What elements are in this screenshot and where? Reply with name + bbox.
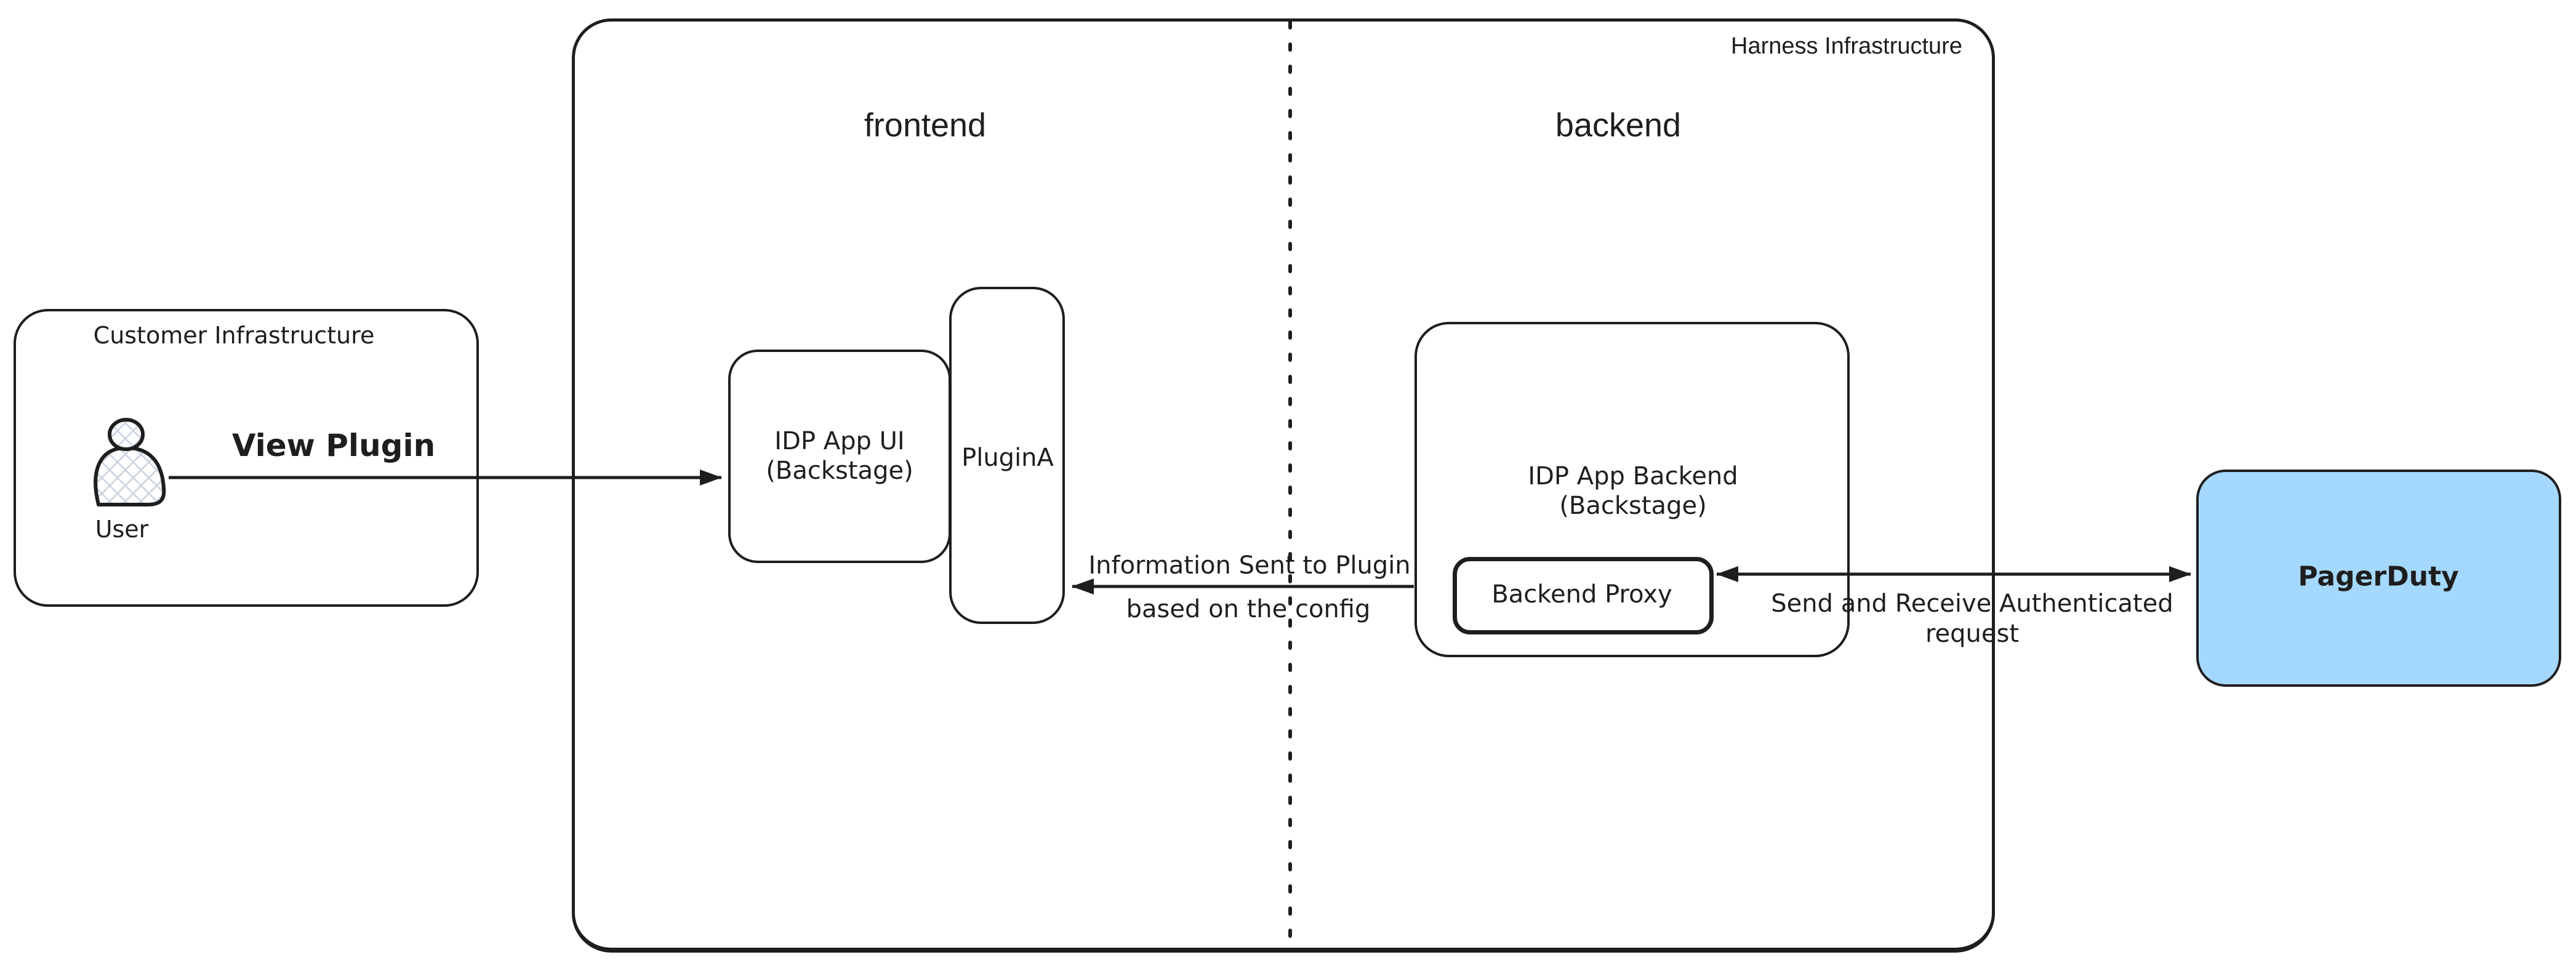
plugin-a-box (949, 287, 1065, 624)
backend-proxy-box (1453, 557, 1714, 634)
harness-infrastructure-title: Harness Infrastructure (1731, 33, 1962, 60)
plugin-a-label: PluginA (961, 444, 1054, 472)
view-plugin-arrow-label: View Plugin (231, 428, 436, 463)
backend-proxy-label: Backend Proxy (1491, 580, 1672, 609)
idp-app-ui-box (728, 350, 951, 563)
idp-app-ui-label-line2: (Backstage) (766, 457, 913, 485)
backend-zone-label: backend (1555, 106, 1682, 144)
send-receive-arrow-label-line2: request (1925, 620, 2020, 648)
info-arrow-label-line1: Information Sent to Plugin (1088, 551, 1411, 580)
customer-infrastructure-box (14, 309, 479, 607)
send-receive-arrow-label-line1: Send and Receive Authenticated (1771, 590, 2173, 618)
idp-app-ui-label: IDP App UI (Backstage) (766, 426, 913, 486)
idp-app-ui-label-line1: IDP App UI (774, 427, 905, 455)
info-arrow-label-line2: based on the config (1126, 595, 1371, 623)
user-label: User (95, 516, 149, 543)
idp-app-backend-label-line2: (Backstage) (1559, 492, 1707, 520)
idp-app-backend-label-line1: IDP App Backend (1528, 462, 1738, 490)
pagerduty-box (2196, 470, 2561, 687)
pagerduty-label: PagerDuty (2298, 561, 2459, 593)
customer-infrastructure-title: Customer Infrastructure (93, 322, 375, 350)
frontend-zone-label: frontend (864, 106, 987, 144)
idp-app-backend-label: IDP App Backend (Backstage) (1528, 462, 1738, 521)
